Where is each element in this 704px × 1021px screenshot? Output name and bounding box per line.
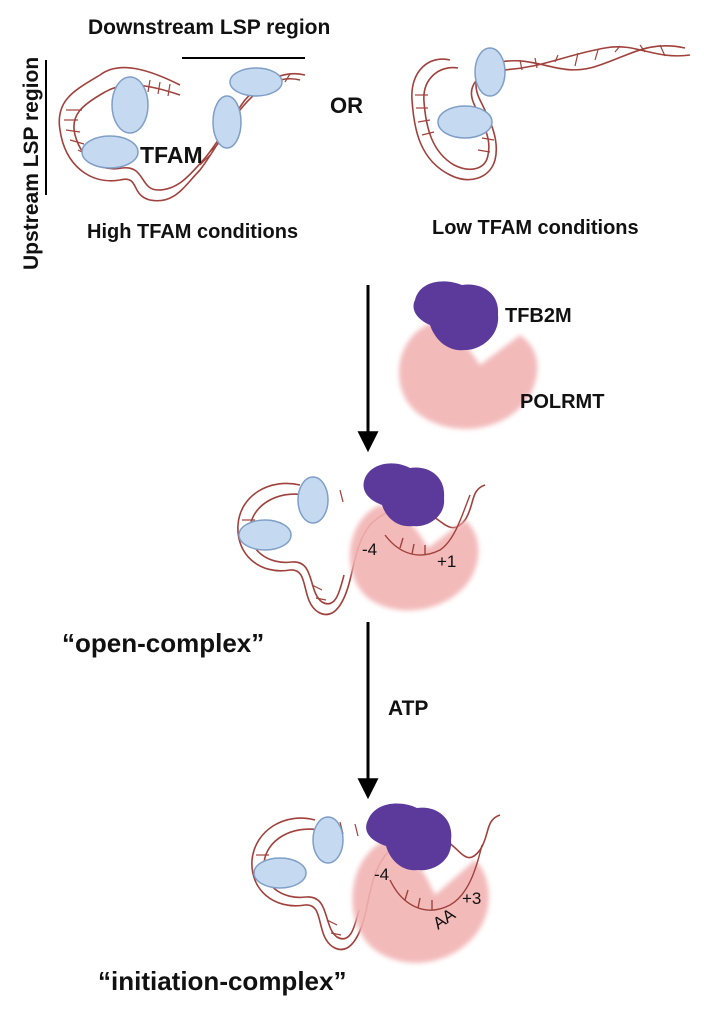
initiation-complex-label: “initiation-complex” [98, 966, 346, 996]
polrmt-label: POLRMT [520, 391, 604, 413]
polrmt-polymerase-icon [352, 840, 489, 963]
or-label: OR [330, 93, 363, 118]
polrmt-polymerase-icon [349, 505, 479, 611]
position-minus4-open: -4 [362, 540, 377, 559]
tfam-protein-icon [238, 476, 329, 551]
tfam-protein-icon [437, 47, 506, 139]
tfb2m-protein-icon [413, 281, 499, 351]
dna-helix-icon [384, 494, 471, 556]
tfam-label: TFAM [140, 142, 203, 168]
tfb2m-label: TFB2M [505, 305, 572, 327]
region-bars [45, 57, 305, 195]
atp-label: ATP [388, 697, 428, 720]
position-minus4-init: -4 [374, 865, 389, 884]
tfb2m-protein-icon [363, 463, 445, 527]
downstream-region-label: Downstream LSP region [88, 16, 330, 39]
upstream-region-label: Upstream LSP region [20, 57, 43, 270]
polrmt-polymerase-icon [398, 320, 538, 429]
high-tfam-label: High TFAM conditions [87, 221, 298, 243]
position-plus3: +3 [462, 889, 481, 908]
low-tfam-label: Low TFAM conditions [432, 217, 639, 239]
dna-helix-icon [389, 844, 483, 911]
tfb2m-protein-icon [366, 803, 452, 871]
open-complex-label: “open-complex” [62, 628, 264, 658]
tfam-protein-icon [253, 816, 344, 889]
position-plus1: +1 [437, 552, 456, 571]
tfam-protein-icon [81, 67, 283, 169]
